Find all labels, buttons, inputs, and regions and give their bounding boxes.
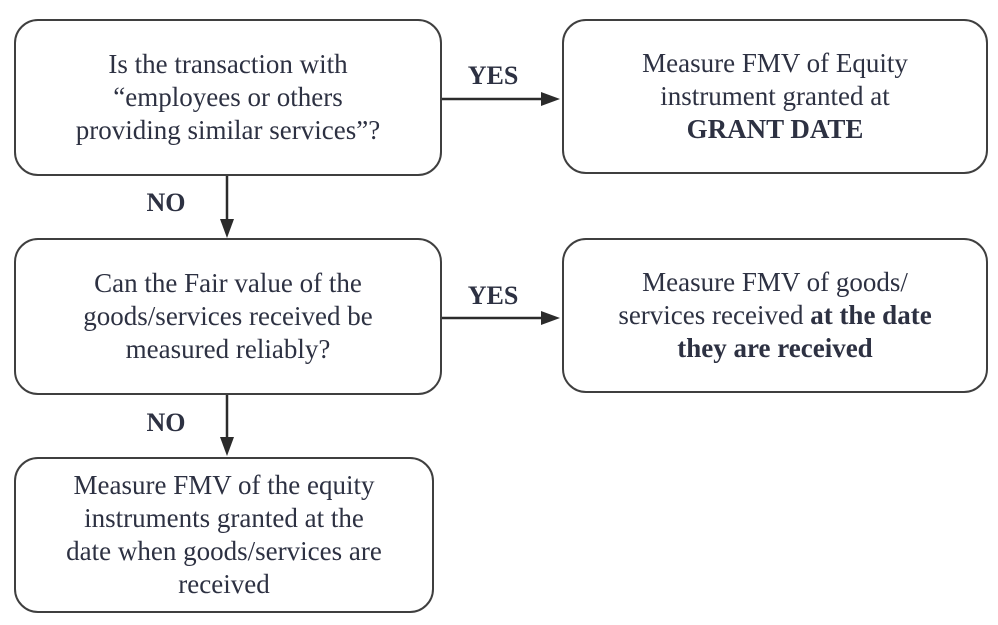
arrowhead	[541, 92, 560, 106]
node-text-regular: services received	[618, 300, 811, 330]
node-question-fair-value: Can the Fair value of the goods/services…	[14, 238, 442, 395]
node-text-bold: they are received	[677, 333, 873, 363]
node-text-line: Measure FMV of Equity	[642, 48, 908, 78]
edge-label-no-top: NO	[146, 188, 186, 217]
arrow-q1-to-a1	[442, 92, 560, 106]
arrowhead	[220, 437, 234, 456]
node-text-line: providing similar services”?	[75, 115, 381, 145]
node-text-line: received	[178, 569, 270, 599]
node-text-bold: at the date	[810, 300, 932, 330]
arrowhead	[541, 311, 560, 325]
arrowhead	[220, 219, 234, 238]
node-text-line: services received at the date	[618, 299, 931, 332]
edge-label-no-middle: NO	[146, 408, 186, 437]
node-text-bold: GRANT DATE	[686, 114, 864, 144]
node-text-line: Measure FMV of the equity	[73, 470, 375, 500]
node-text-line: “employees or others	[113, 82, 343, 112]
node-measure-equity-instruments: Measure FMV of the equity instruments gr…	[14, 457, 434, 613]
node-measure-grant-date: Measure FMV of Equity instrument granted…	[562, 19, 988, 174]
node-text-line: Measure FMV of goods/	[642, 267, 908, 297]
node-measure-goods-services: Measure FMV of goods/ services received …	[562, 238, 988, 393]
arrow-q1-to-q2	[220, 176, 234, 238]
node-text-line: date when goods/services are	[66, 536, 382, 566]
arrow-q2-to-a2	[442, 311, 560, 325]
node-text-line: instrument granted at	[660, 81, 890, 111]
edge-label-yes-top: YES	[467, 61, 519, 90]
node-text-line: measured reliably?	[125, 334, 331, 364]
node-text-line: Can the Fair value of the	[94, 268, 362, 298]
edge-label-yes-middle: YES	[467, 281, 519, 310]
node-text-line: instruments granted at the	[84, 503, 364, 533]
node-text-line: goods/services received be	[83, 301, 373, 331]
node-text-line: Is the transaction with	[108, 49, 348, 79]
arrow-q2-to-a3	[220, 395, 234, 456]
node-question-employees: Is the transaction with “employees or ot…	[14, 19, 442, 176]
